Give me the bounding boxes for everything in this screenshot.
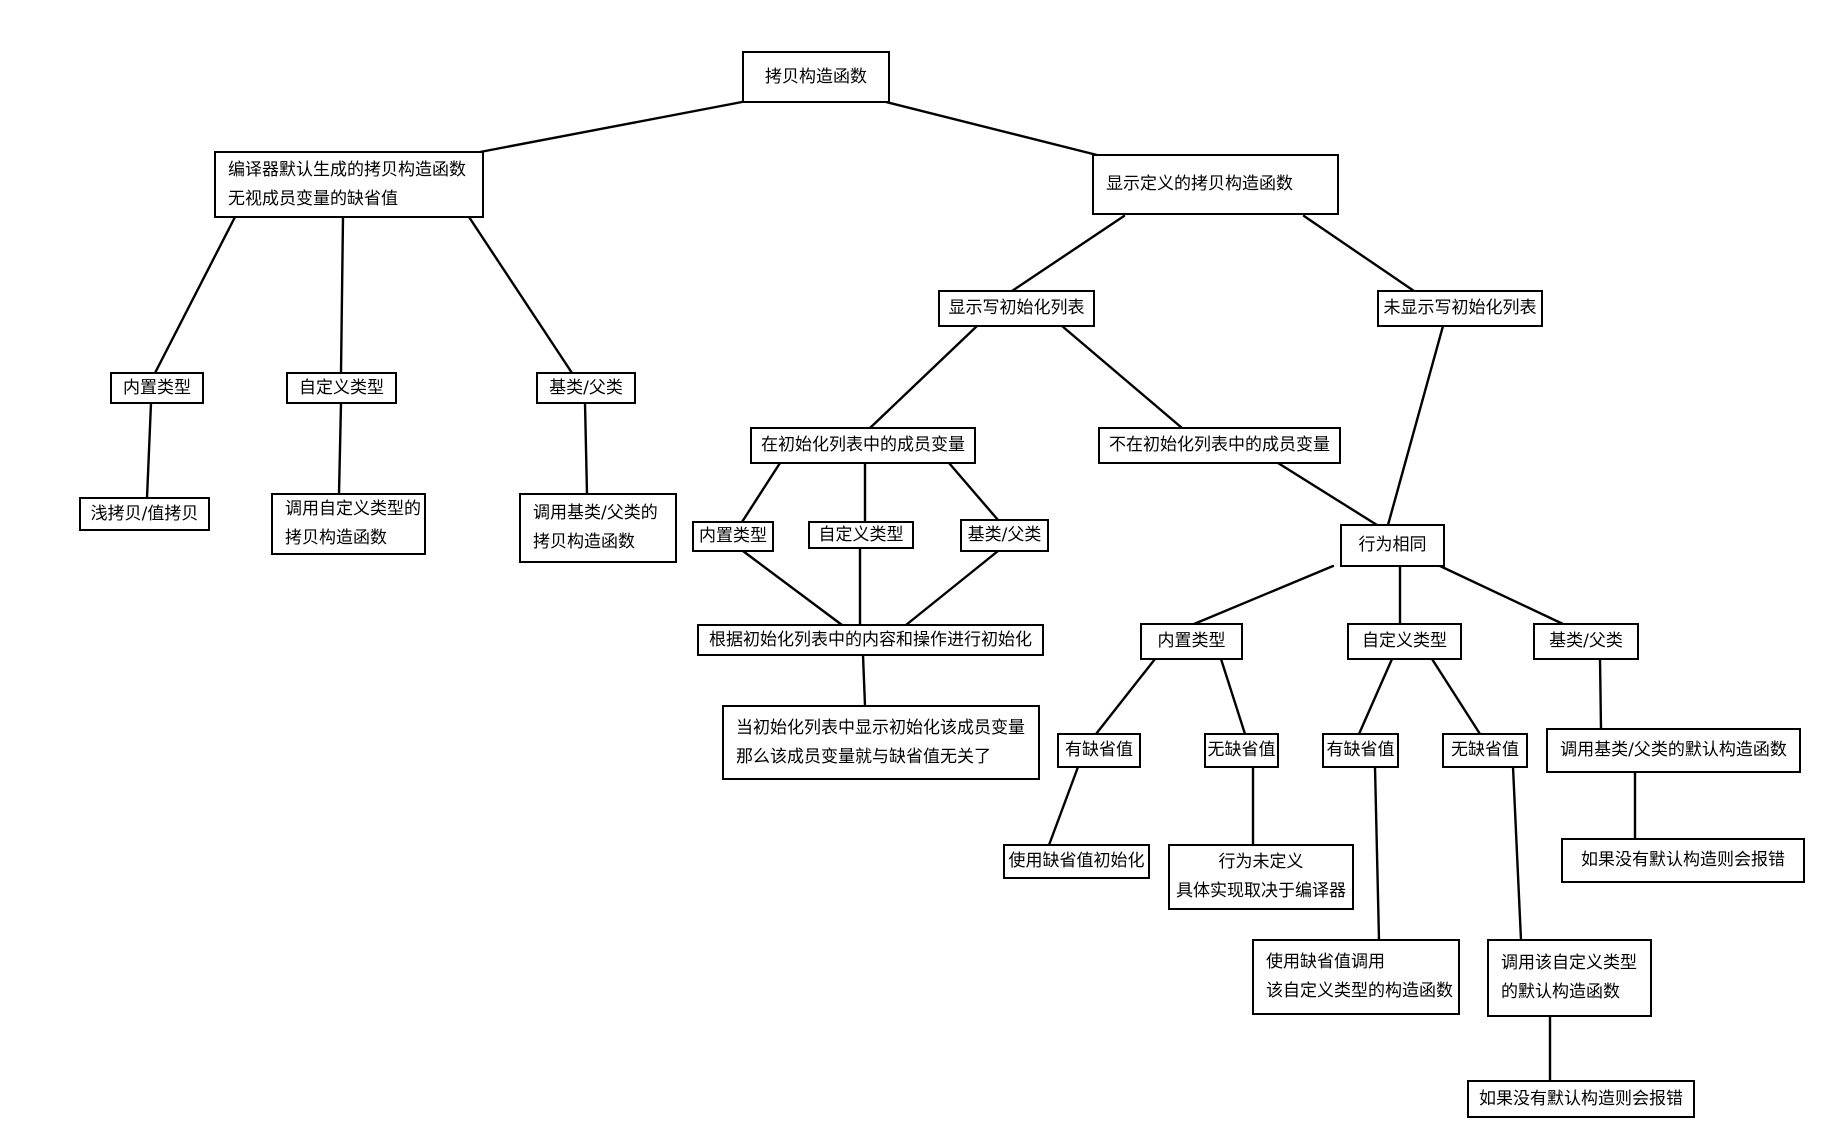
implicit-base-class-node: 基类/父类: [536, 372, 636, 404]
call-custom-default-ctor-node: 调用该自定义类型的默认构造函数: [1487, 939, 1652, 1017]
use-default-value-init-node: 使用缺省值初始化: [1003, 844, 1150, 879]
edge-custom-has: [1357, 657, 1394, 736]
in-list-builtin-type-node: 内置类型: [692, 521, 774, 552]
no-explicit-init-list-node: 未显示写初始化列表: [1377, 290, 1543, 327]
in-list-base-class-node: 基类/父类: [960, 519, 1049, 552]
edge-custom-none: [1430, 657, 1482, 736]
custom-has-default-node: 有缺省值: [1322, 733, 1399, 768]
in-list-custom-type-node: 自定义类型: [808, 521, 914, 549]
edge-builtin-has: [1094, 657, 1157, 736]
members-in-init-list-node: 在初始化列表中的成员变量: [750, 427, 976, 464]
call-base-copy-ctor-node: 调用基类/父类的拷贝构造函数: [519, 493, 677, 563]
implicit-builtin-type-node: 内置类型: [110, 372, 204, 404]
edge-implicit-base: [467, 215, 574, 375]
edge-cnone-ctor: [1511, 765, 1523, 942]
edge-base-res: [1598, 657, 1603, 731]
builtin-no-default-node: 无缺省值: [1204, 733, 1279, 768]
members-not-in-init-list-node: 不在初始化列表中的成员变量: [1098, 427, 1341, 464]
call-custom-ctor-with-default-node: 使用缺省值调用该自定义类型的构造函数: [1252, 939, 1460, 1015]
call-custom-copy-ctor-node: 调用自定义类型的拷贝构造函数: [271, 493, 426, 555]
base-no-default-error-node: 如果没有默认构造则会报错: [1561, 838, 1805, 883]
copy-constructor-root-node: 拷贝构造函数: [742, 51, 890, 103]
edge-implicit-custom: [339, 215, 345, 375]
undefined-behavior-node: 行为未定义具体实现取决于编译器: [1168, 844, 1354, 910]
edge-root-implicit: [478, 100, 744, 154]
edge-same-base: [1438, 564, 1565, 626]
edge-initlist-notinlist: [1060, 324, 1184, 430]
edge-base-call: [583, 401, 589, 496]
same-builtin-type-node: 内置类型: [1140, 623, 1243, 660]
implicit-custom-type-node: 自定义类型: [286, 372, 397, 404]
edge-noinitlist-same: [1386, 324, 1445, 527]
edge-root-explicit: [884, 100, 1099, 157]
edge-has-usedefault: [1047, 765, 1080, 847]
shallow-copy-node: 浅拷贝/值拷贝: [79, 497, 210, 531]
edge-builtin-shallow: [145, 401, 153, 500]
explicit-init-list-node: 显示写初始化列表: [938, 290, 1095, 327]
edge-builtin-none: [1219, 657, 1247, 736]
init-by-list-content-node: 根据初始化列表中的内容和操作进行初始化: [697, 624, 1044, 656]
custom-no-default-error-node: 如果没有默认构造则会报错: [1467, 1080, 1695, 1118]
builtin-has-default-node: 有缺省值: [1057, 733, 1141, 768]
edge-explicit-noinitlist: [1302, 214, 1416, 293]
edge-inlist-builtin: [740, 461, 782, 524]
init-list-note-node: 当初始化列表中显示初始化该成员变量那么该成员变量就与缺省值无关了: [722, 705, 1040, 780]
same-base-class-node: 基类/父类: [1533, 623, 1639, 660]
edge-base-initbylist: [904, 549, 1000, 627]
edge-same-builtin: [1192, 564, 1335, 626]
edge-initlist-inlist: [868, 324, 979, 430]
edge-inlist-base: [947, 461, 1000, 522]
call-base-default-ctor-node: 调用基类/父类的默认构造函数: [1546, 728, 1801, 773]
edge-explicit-initlist: [1010, 214, 1126, 293]
edge-builtin-initbylist: [741, 549, 844, 627]
edge-chas-call: [1373, 765, 1381, 942]
edge-custom-call: [337, 401, 343, 496]
edge-initbylist-note: [861, 653, 867, 708]
implicit-copy-constructor-node: 编译器默认生成的拷贝构造函数无视成员变量的缺省值: [214, 151, 484, 218]
same-custom-type-node: 自定义类型: [1347, 623, 1462, 660]
explicit-copy-constructor-node: 显示定义的拷贝构造函数: [1092, 154, 1339, 215]
edge-notinlist-same: [1276, 461, 1379, 527]
custom-no-default-node: 无缺省值: [1442, 733, 1528, 768]
edge-implicit-builtin: [153, 215, 237, 375]
same-behavior-node: 行为相同: [1340, 524, 1445, 567]
